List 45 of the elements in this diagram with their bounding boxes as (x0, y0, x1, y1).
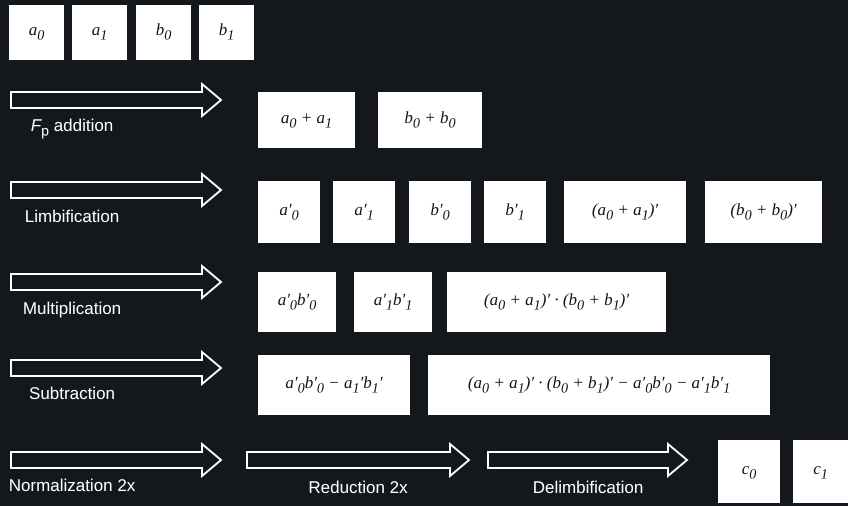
math-expression: a′$_{0}$b′$_{0}$ (278, 290, 316, 314)
math-expression: a′$_{0}$b′$_{0}$ − a$_{1}$′b$_{1}$′ (285, 372, 383, 398)
math-expression: b′$_{1}$ (505, 200, 525, 224)
math-expression: a$_{0}$ (28, 20, 44, 45)
math-expression: b′$_{0}$ (430, 200, 450, 224)
term-box (9, 5, 64, 60)
math-expression: a′$_{0}$ (279, 200, 299, 224)
term-box (705, 181, 822, 243)
term-box (378, 92, 482, 148)
step-label: Reduction 2x (308, 478, 408, 498)
math-expression: a′$_{1}$b′$_{1}$ (374, 290, 412, 314)
step-label: Delimbification (532, 478, 644, 498)
term-box (428, 355, 770, 415)
math-expression: c$_{0}$ (742, 459, 756, 484)
math-expression: c$_{1}$ (813, 459, 828, 484)
step-label: Multiplication (22, 299, 122, 319)
step-label: Limbification (24, 207, 120, 227)
math-expression: a′$_{1}$ (354, 200, 374, 224)
math-expression: (a$_{0}$ + a$_{1}$)′ · (b$_{0}$ + b$_{1}$)′ − a′$_{0}$b′$_{0}$ − a′$_{1}$b′$_{1}$ (468, 372, 730, 398)
term-box (484, 181, 546, 243)
math-expression: (a$_{0}$ + a$_{1}$)′ · (b$_{0}$ + b$_{1}$)′ (484, 290, 630, 314)
math-expression: b$_{1}$ (218, 20, 234, 45)
term-box (333, 181, 395, 243)
math-expression: b$_{0}$ (156, 20, 172, 45)
term-box (136, 5, 191, 60)
step-label: Normalization 2x (8, 476, 136, 496)
term-box (409, 181, 471, 243)
step-label: Subtraction (29, 384, 115, 404)
math-expression: a$_{0}$ + a$_{1}$ (280, 108, 332, 132)
math-expression: (a$_{0}$ + a$_{1}$)′ (592, 200, 658, 224)
term-box (354, 272, 432, 332)
term-box (258, 355, 410, 415)
term-box (258, 92, 355, 148)
term-box (718, 440, 780, 503)
math-expression: (b$_{0}$ + b$_{0}$)′ (730, 200, 797, 224)
term-box (447, 272, 666, 332)
math-expression: a$_{1}$ (92, 20, 108, 45)
step-label: F$_{p}$ addition (30, 116, 114, 140)
term-box (564, 181, 686, 243)
term-box (258, 272, 336, 332)
term-box (793, 440, 848, 503)
term-box (199, 5, 254, 60)
term-box (72, 5, 127, 60)
math-expression: b$_{0}$ + b$_{0}$ (404, 108, 456, 132)
term-box (258, 181, 320, 243)
